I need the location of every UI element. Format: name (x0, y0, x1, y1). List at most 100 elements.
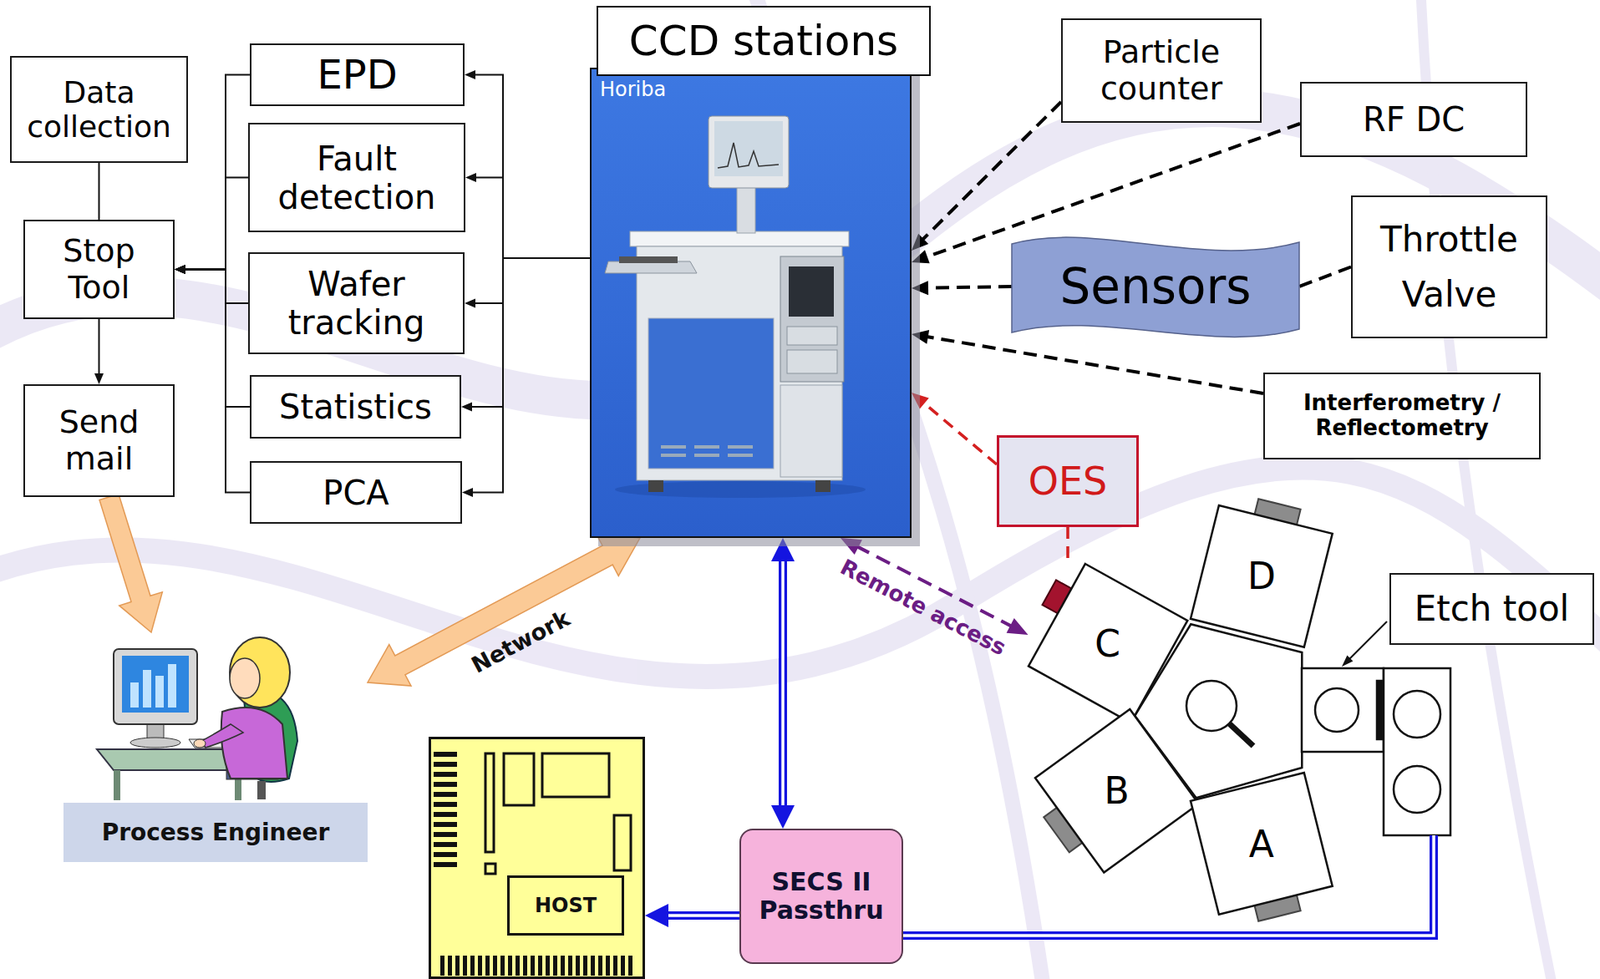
ccd-station-outline-part (727, 453, 753, 458)
connector-line (921, 101, 1062, 241)
arrowhead (174, 264, 186, 275)
host-board-outline-part (590, 955, 595, 976)
connector-line (474, 177, 590, 260)
leader-line (1341, 621, 1387, 667)
process-chamber: D (1190, 505, 1333, 648)
function-box: PCA (249, 461, 463, 524)
host-board-outline-part (433, 802, 458, 808)
sensor-box: Particle counter (1061, 18, 1262, 123)
arrowhead (461, 402, 473, 412)
secs-cable-part (903, 835, 1434, 936)
ccd-station-outline-part (694, 453, 720, 458)
host-board-outline-part (433, 862, 458, 868)
connector-line (473, 75, 590, 260)
host-board-outline-part (614, 815, 631, 871)
ccd-station-outline-part (694, 445, 720, 449)
connector-line (183, 75, 250, 270)
connector-line (665, 911, 740, 920)
process-chamber: B (1035, 709, 1199, 874)
node-label: Particle counter (1069, 34, 1254, 107)
process-engineer-outline-part (193, 739, 206, 748)
connector (462, 258, 590, 498)
host-board-outline-part (523, 955, 528, 976)
host-board-outline-part (455, 955, 460, 976)
node-label: Stop Tool (31, 233, 167, 306)
connector (911, 392, 997, 465)
etch-tool-part (1301, 668, 1384, 752)
ccd-station-outline-part (648, 318, 774, 469)
arrowhead (174, 264, 186, 275)
host-board-outline-part (553, 955, 558, 976)
connector-line (925, 336, 1264, 394)
station-heading: CCD stations (596, 5, 931, 77)
host-board-outline-part (583, 955, 588, 976)
process-engineer-outline-part (229, 637, 290, 708)
ccd-station-outline-part (619, 256, 678, 264)
node-label: HOST (507, 875, 625, 936)
leader-line-part (1341, 655, 1353, 667)
host-board-outline-part (613, 955, 618, 976)
ccd-station-outline-part (736, 184, 756, 234)
connector-line (470, 258, 590, 407)
process-engineer-outline-part (155, 675, 164, 708)
arrowhead (174, 264, 186, 275)
sensor-box: RF DC (1300, 81, 1528, 158)
node-label: B (1035, 709, 1199, 874)
connector-line (183, 269, 250, 408)
ccd-station-outline-part (629, 231, 849, 247)
arrowhead (174, 264, 186, 275)
host-board-outline-part (440, 955, 445, 976)
function-box: Fault detection (248, 122, 466, 233)
host-board-outline-part (507, 955, 513, 976)
process-chamber: C (1028, 563, 1188, 723)
block-arrow (367, 534, 640, 686)
oes-box: OES (996, 435, 1139, 528)
connector-line (183, 177, 249, 270)
connector (461, 258, 590, 412)
host-board-outline-part (433, 772, 458, 778)
host-board-outline-part (575, 955, 580, 976)
connector (174, 177, 249, 275)
host-board-outline-part (542, 753, 610, 798)
arrowhead (645, 904, 669, 928)
host-board-outline-part (598, 955, 603, 976)
connector-line (1299, 267, 1352, 288)
process-box: Send mail (23, 384, 175, 498)
process-engineer-outline-part (229, 658, 260, 699)
secs-cable-part (903, 835, 1434, 936)
node-label: D (1190, 505, 1333, 648)
connector (911, 280, 1012, 295)
node-label: Throttle Valve (1359, 212, 1540, 321)
process-box: Data collection (10, 55, 188, 163)
ccd-station-outline-part (717, 142, 779, 168)
connector (174, 264, 250, 407)
host-board-outline-part (515, 955, 520, 976)
process-chamber-outline-part (1190, 505, 1333, 648)
connector (464, 258, 590, 309)
host-board-outline-part (433, 812, 458, 818)
node-label: Statistics (258, 387, 453, 427)
node-label: SECS II Passthru (747, 868, 895, 926)
host-board-outline-part (485, 955, 490, 976)
node-label: PCA (258, 473, 454, 513)
host-board-outline (428, 736, 646, 979)
host-board-outline-part (433, 782, 458, 788)
etch-tool-part (1315, 688, 1359, 732)
host-board-outline-part (485, 753, 494, 853)
connector-line (924, 123, 1301, 258)
label-box: Etch tool (1389, 573, 1595, 646)
ccd-station-outline-part (714, 121, 783, 177)
connector (94, 319, 104, 385)
process-chamber: A (1190, 772, 1333, 915)
process-engineer-outline-part (257, 781, 266, 800)
etch-tool-part (1383, 668, 1451, 836)
arrowhead (94, 373, 104, 385)
host-board-outline-part (477, 955, 483, 976)
node-label: Fault detection (256, 139, 458, 217)
process-chamber-outline-part (1190, 772, 1333, 915)
ccd-station-outline-part (636, 246, 843, 481)
block-arrow (367, 534, 640, 686)
process-engineer-outline-part (130, 737, 181, 748)
connector (174, 264, 249, 304)
